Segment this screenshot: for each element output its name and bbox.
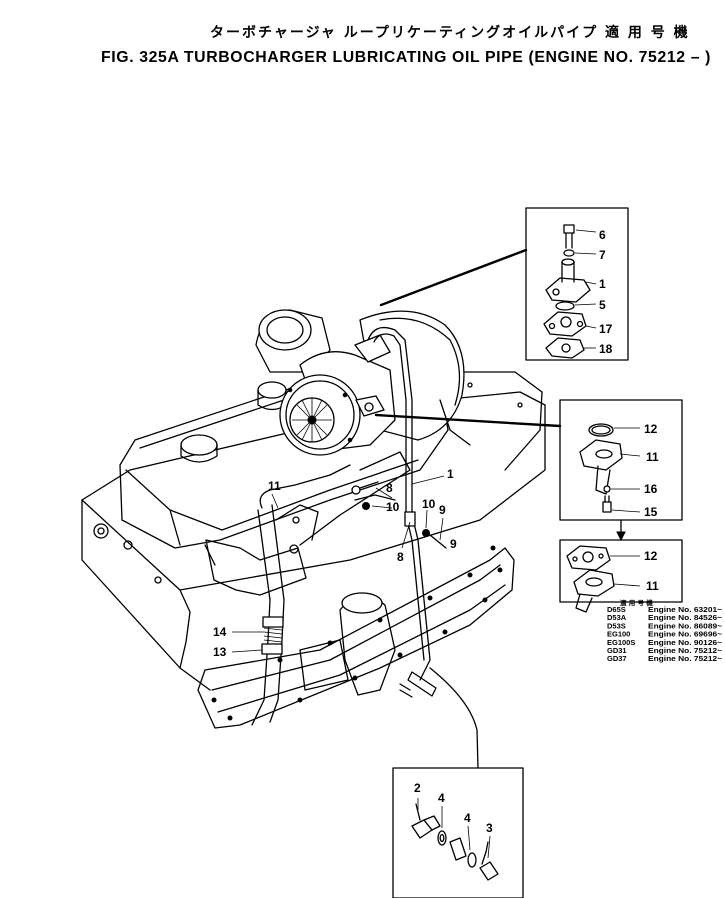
table-row-model: D53A [607,613,627,622]
callout-3: 3 [486,821,493,835]
detail-box-top [525,207,629,361]
callout-16: 16 [644,482,658,496]
callout-11-detail: 11 [646,450,659,464]
callout-12-alt: 12 [644,549,658,563]
table-row-model: EG100S [607,638,635,647]
detail-box-middle [559,399,683,521]
callout-5: 5 [599,298,606,312]
callout-labels: 6 7 1 5 17 18 12 11 16 15 12 11 11 1 8 1… [213,228,659,835]
title-japanese: ターボチャージャ ループリケーティングオイルパイプ 適 用 号 機 [210,24,690,41]
turbocharger [255,309,471,456]
applicability-table: 適 用 号 機 D65S Engine No. 63201~ D53A Engine … [607,598,723,663]
table-row-model: D65S [607,605,626,614]
callout-11-main: 11 [268,479,281,493]
table-row-model: GD37 [607,654,627,663]
callout-11-alt: 11 [646,579,659,593]
table-row-engine: Engine No. 63201~ [648,605,723,614]
table-row-engine: Engine No. 90126~ [648,638,723,647]
callout-1-detail: 1 [599,277,606,291]
callout-1-main: 1 [447,467,454,481]
callout-17: 17 [599,322,613,336]
table-row-engine: Engine No. 75212~ [648,654,723,663]
callout-8-lower: 8 [397,550,404,564]
detail-box-bottom [392,767,524,898]
table-row-model: D53S [607,621,626,630]
table-row-model: GD31 [607,646,627,655]
table-row-engine: Engine No. 75212~ [648,646,723,655]
table-row-engine: Engine No. 84526~ [648,613,723,622]
callout-8-upper: 8 [386,481,393,495]
table-row-model: EG100 [607,630,630,639]
table-row-engine: Engine No. 69696~ [648,630,723,639]
detail-box-lower [559,539,683,613]
callout-10-right: 10 [422,497,436,511]
callout-2: 2 [414,781,421,795]
leader-lines [374,248,626,769]
callout-14: 14 [213,625,227,639]
callout-18: 18 [599,342,613,356]
callout-7: 7 [599,248,606,262]
callout-10-left: 10 [386,500,400,514]
main-callout-leaders [231,475,445,653]
callout-4-right: 4 [464,811,471,825]
callout-6: 6 [599,228,606,242]
callout-15: 15 [644,505,658,519]
table-row-engine: Engine No. 86089~ [648,621,723,630]
oil-pipes [251,326,447,726]
title-english: FIG. 325A TURBOCHARGER LUBRICATING OIL P… [101,49,711,66]
table-header: 適 用 号 機 [620,598,653,607]
callout-9-lower: 9 [450,537,457,551]
callout-4-left: 4 [438,791,445,805]
callout-13: 13 [213,645,227,659]
callout-12-detail: 12 [644,422,658,436]
callout-9-upper: 9 [439,503,446,517]
